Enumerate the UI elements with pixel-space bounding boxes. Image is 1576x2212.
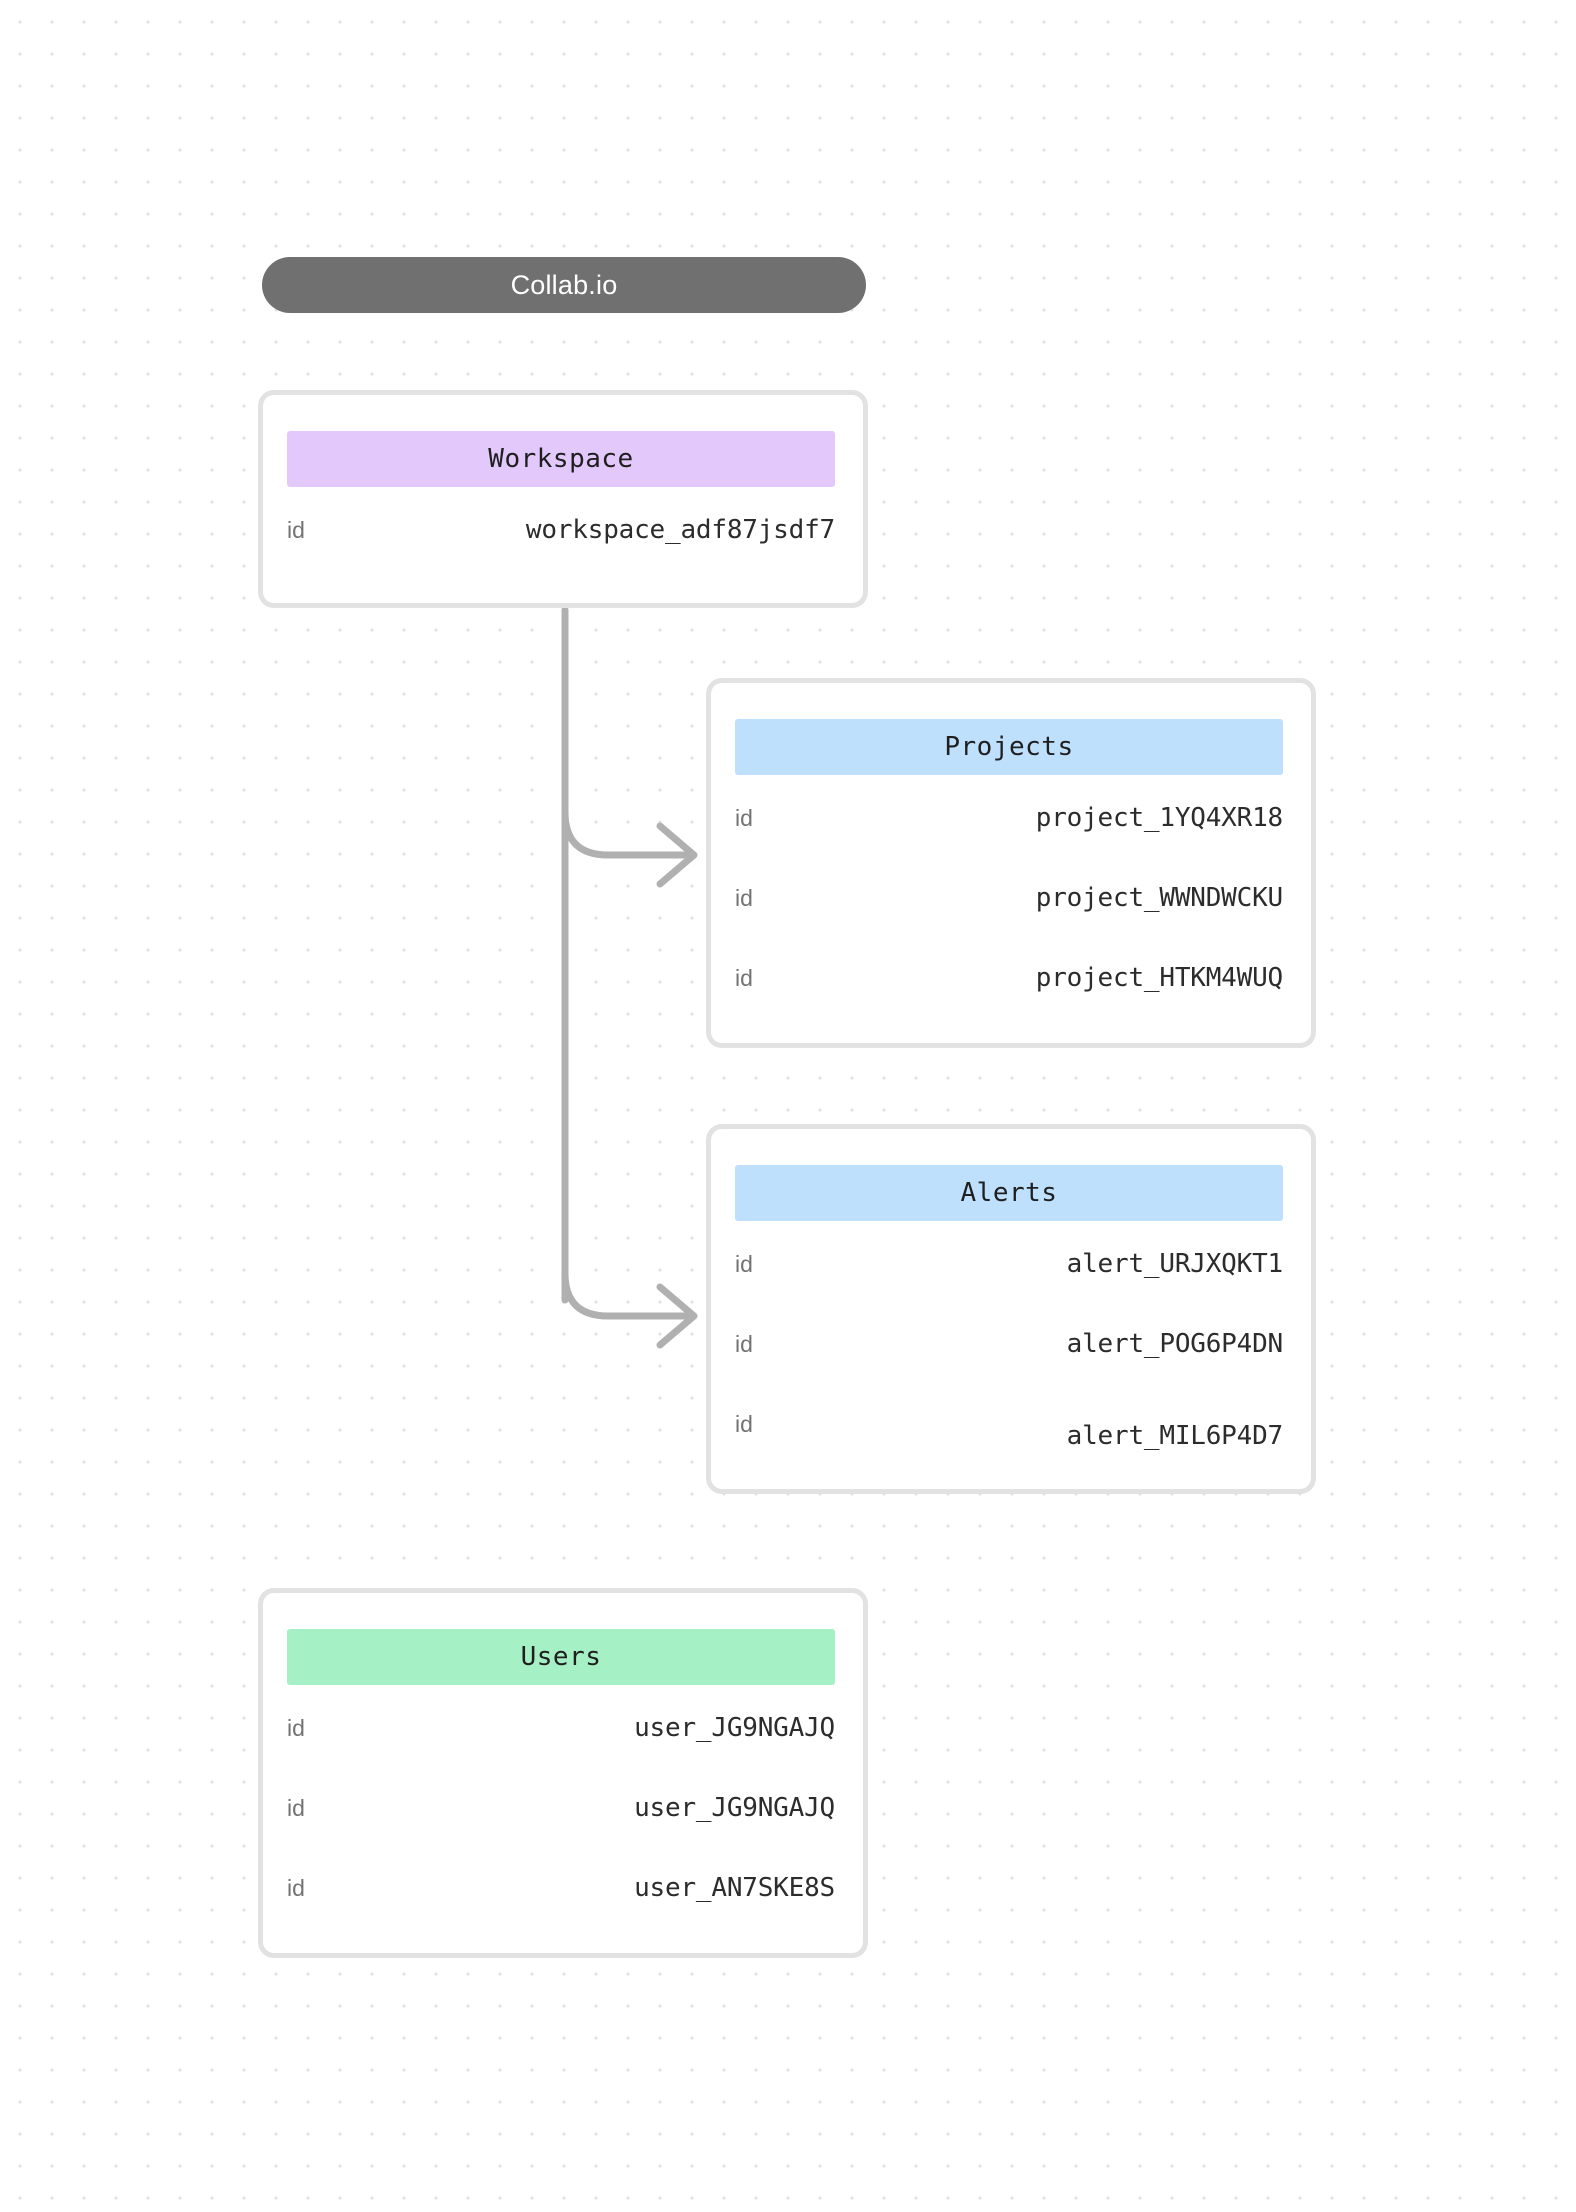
row-value: project_1YQ4XR18 [1035,803,1283,833]
row-value: user_JG9NGAJQ [634,1793,835,1823]
entity-row: id project_HTKM4WUQ [735,961,1283,995]
row-value: user_AN7SKE8S [634,1873,835,1903]
diagram-title-badge: Collab.io [262,257,866,313]
entity-header-alerts: Alerts [735,1165,1283,1221]
arrowhead-projects [656,822,698,888]
row-key: id [287,1715,305,1741]
entity-header-label: Users [520,1642,602,1672]
entity-row: id workspace_adf87jsdf7 [287,513,835,547]
row-key: id [735,1331,753,1357]
connector-branch-projects [561,808,692,859]
row-key: id [287,1875,305,1901]
row-key: id [735,805,753,831]
row-value: user_JG9NGAJQ [634,1713,835,1743]
entity-header-projects: Projects [735,719,1283,775]
entity-row: id alert_POG6P4DN [735,1327,1283,1361]
row-value: alert_POG6P4DN [1066,1329,1284,1359]
row-key: id [287,1795,305,1821]
row-key: id [735,1251,753,1277]
entity-card-projects[interactable]: Projects id project_1YQ4XR18 id project_… [706,678,1316,1048]
row-value: alert_MIL6P4D7 [1066,1421,1284,1451]
entity-row: id user_JG9NGAJQ [287,1791,835,1825]
entity-row: id user_JG9NGAJQ [287,1711,835,1745]
row-key: id [735,965,753,991]
row-key: id [287,517,305,543]
row-key: id [735,885,753,911]
diagram-title-label: Collab.io [510,269,618,300]
row-value: project_WWNDWCKU [1035,883,1283,913]
entity-header-label: Projects [944,732,1074,762]
entity-header-label: Alerts [960,1178,1058,1208]
row-key: id [735,1411,753,1437]
entity-header-label: Workspace [488,444,634,474]
row-value: workspace_adf87jsdf7 [525,515,835,545]
entity-header-users: Users [287,1629,835,1685]
entity-row: id project_1YQ4XR18 [735,801,1283,835]
entity-header-workspace: Workspace [287,431,835,487]
entity-row: id alert_MIL6P4D7 [735,1407,1283,1451]
connector-branch-alerts [561,1269,692,1320]
entity-card-workspace[interactable]: Workspace id workspace_adf87jsdf7 [258,390,868,608]
entity-row: id alert_URJXQKT1 [735,1247,1283,1281]
entity-card-alerts[interactable]: Alerts id alert_URJXQKT1 id alert_POG6P4… [706,1124,1316,1494]
entity-card-users[interactable]: Users id user_JG9NGAJQ id user_JG9NGAJQ … [258,1588,868,1958]
entity-row: id user_AN7SKE8S [287,1871,835,1905]
entity-row: id project_WWNDWCKU [735,881,1283,915]
row-value: project_HTKM4WUQ [1035,963,1283,993]
row-value: alert_URJXQKT1 [1066,1249,1284,1279]
arrowhead-alerts [656,1283,698,1349]
